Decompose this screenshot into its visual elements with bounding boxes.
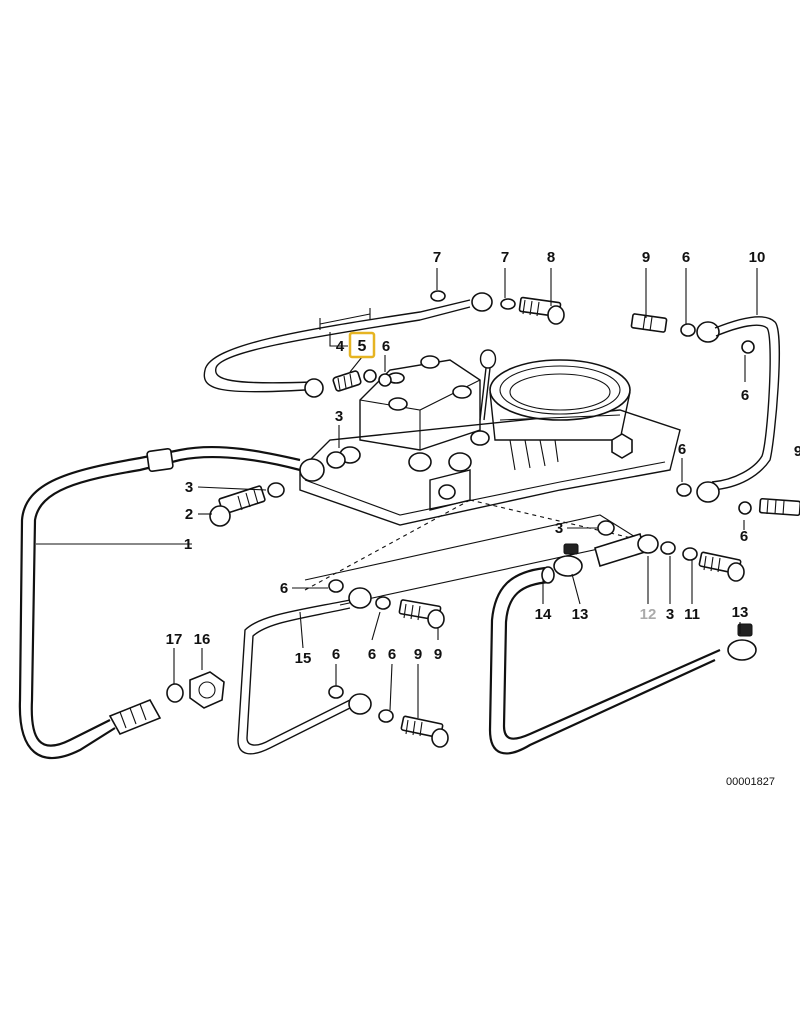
callout-3: 3: [666, 606, 674, 623]
callout-15: 15: [295, 650, 312, 667]
callout-2: 2: [185, 506, 193, 523]
callout-8: 8: [547, 249, 555, 266]
callout-9: 9: [434, 646, 442, 663]
callout-17: 17: [166, 631, 183, 648]
fuel-line-15: [237, 579, 449, 755]
banjo-bolt-8: [430, 290, 565, 325]
callout-4: 4: [336, 338, 345, 355]
callout-6: 6: [741, 387, 749, 404]
callout-12: 12: [640, 606, 657, 623]
callout-13: 13: [732, 604, 749, 621]
banjo-bolt-5: [332, 369, 392, 392]
callout-16: 16: [194, 631, 211, 648]
callout-6: 6: [332, 646, 340, 663]
fuel-distributor-body: [299, 349, 681, 606]
callout-3: 3: [555, 520, 563, 537]
callout-6: 6: [740, 528, 748, 545]
callout-6: 6: [368, 646, 376, 663]
diagram-reference-number: 00001827: [726, 776, 775, 788]
callout-1: 1: [184, 536, 192, 553]
callout-6: 6: [382, 338, 390, 355]
hose-14: [488, 520, 757, 755]
fuel-line-10: [630, 313, 800, 517]
callout-labels: 7 7 8 9 6 10 4 5 6 6 9 3 6 3 2 1 6 3 6 1…: [166, 249, 800, 667]
leader-lines: [36, 268, 758, 718]
callout-9: 9: [414, 646, 422, 663]
callout-3: 3: [185, 479, 193, 496]
callout-5-highlighted: 5: [358, 338, 367, 355]
callout-3: 3: [335, 408, 343, 425]
callout-9: 9: [642, 249, 650, 266]
callout-7: 7: [433, 249, 441, 266]
highlight-box: [348, 331, 376, 359]
callout-6: 6: [682, 249, 690, 266]
fuel-line-1: [18, 445, 346, 760]
fuel-line-4: [203, 292, 493, 398]
callout-6: 6: [388, 646, 396, 663]
callout-9: 9: [794, 443, 800, 460]
callout-14: 14: [535, 606, 552, 623]
callout-6: 6: [280, 580, 288, 597]
callout-13: 13: [572, 606, 589, 623]
callout-11: 11: [684, 606, 700, 623]
callout-6: 6: [678, 441, 686, 458]
callout-7: 7: [501, 249, 509, 266]
callout-10: 10: [749, 249, 766, 266]
